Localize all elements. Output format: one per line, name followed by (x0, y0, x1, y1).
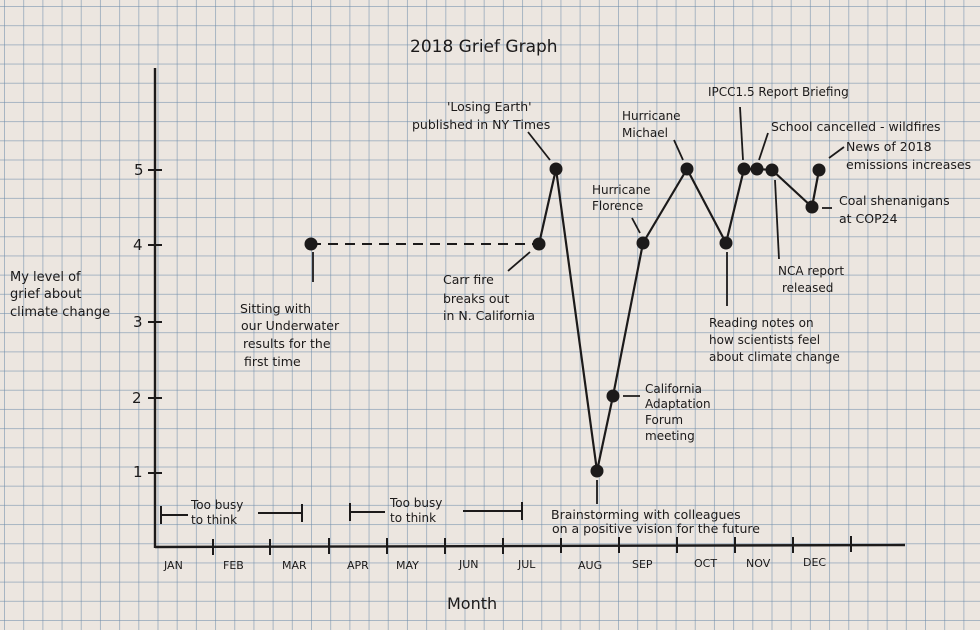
point-nca (765, 163, 779, 177)
svg-text:results for the: results for the (243, 336, 331, 351)
annotation-nca: NCA report released (778, 264, 844, 295)
point-ca-adaptation (606, 389, 620, 403)
annotation-underwater: Sitting with our Underwater results for … (240, 301, 340, 369)
svg-text:climate change: climate change (10, 305, 110, 320)
svg-text:Brainstorming with colleagues: Brainstorming with colleagues (551, 507, 741, 522)
annotation-reading-notes: Reading notes on how scientists feel abo… (709, 316, 840, 364)
point-emissions (812, 163, 826, 177)
annotation-ca-adaptation: California Adaptation Forum meeting (645, 382, 711, 443)
y-tick-4: 4 (133, 236, 143, 254)
svg-text:Forum: Forum (645, 413, 683, 427)
y-axis-label: My level of grief about climate change (10, 270, 110, 320)
svg-text:Carr fire: Carr fire (443, 272, 494, 287)
svg-text:emissions increases: emissions increases (846, 157, 971, 172)
grief-line (537, 167, 821, 473)
annotation-ipcc: IPCC1.5 Report Briefing (708, 85, 849, 99)
svg-text:meeting: meeting (645, 429, 695, 443)
svg-text:Adaptation: Adaptation (645, 397, 711, 411)
svg-text:FEB: FEB (223, 559, 244, 572)
point-reading-notes (719, 236, 733, 250)
svg-text:NOV: NOV (746, 557, 771, 570)
svg-text:JUL: JUL (517, 558, 536, 571)
svg-text:Michael: Michael (622, 126, 668, 140)
svg-text:DEC: DEC (803, 556, 826, 569)
svg-text:Florence: Florence (592, 199, 643, 213)
leader-lines (312, 106, 845, 504)
svg-text:our Underwater: our Underwater (241, 318, 340, 333)
too-busy-label-1b: to think (191, 513, 237, 527)
point-losing-earth (549, 162, 563, 176)
svg-text:first time: first time (244, 354, 301, 369)
annotation-michael: Hurricane Michael (622, 109, 681, 140)
point-carr-fire (532, 237, 546, 251)
too-busy-bracket-2 (349, 502, 523, 521)
svg-text:Hurricane: Hurricane (592, 183, 651, 197)
point-michael (680, 162, 694, 176)
too-busy-label-1a: Too busy (190, 498, 243, 512)
svg-text:'Losing Earth': 'Losing Earth' (447, 99, 532, 114)
too-busy-label-2a: Too busy (389, 496, 442, 510)
svg-text:released: released (782, 281, 833, 295)
y-tick-5: 5 (134, 161, 144, 179)
svg-text:MAR: MAR (282, 559, 307, 572)
svg-text:Coal shenanigans: Coal shenanigans (839, 193, 950, 208)
point-coal (805, 200, 819, 214)
svg-text:APR: APR (347, 559, 369, 572)
annotation-losing-earth: 'Losing Earth' published in NY Times (412, 99, 550, 132)
y-ticks (148, 169, 162, 474)
svg-text:School cancelled - wildfires: School cancelled - wildfires (771, 119, 941, 134)
y-tick-3: 3 (133, 313, 143, 331)
svg-text:AUG: AUG (578, 559, 602, 572)
point-brainstorming (590, 464, 604, 478)
point-school-cancelled (750, 162, 764, 176)
svg-text:about climate change: about climate change (709, 350, 840, 364)
annotation-brainstorming: Brainstorming with colleagues on a posit… (551, 507, 760, 536)
svg-text:Reading notes on: Reading notes on (709, 316, 814, 330)
svg-text:My level of: My level of (10, 270, 81, 285)
point-ipcc (737, 162, 751, 176)
svg-text:in N. California: in N. California (443, 308, 535, 323)
svg-text:News of 2018: News of 2018 (846, 139, 932, 154)
svg-text:grief about: grief about (10, 287, 81, 302)
svg-text:Sitting with: Sitting with (240, 301, 311, 316)
y-tick-1: 1 (133, 463, 143, 481)
x-tick-labels: JAN FEB MAR APR MAY JUN JUL AUG SEP OCT … (163, 556, 826, 572)
annotation-emissions: News of 2018 emissions increases (846, 139, 971, 172)
point-florence (636, 236, 650, 250)
svg-text:SEP: SEP (632, 558, 653, 571)
svg-text:on a positive vision for the f: on a positive vision for the future (552, 521, 760, 536)
chart-title: 2018 Grief Graph (410, 37, 558, 57)
too-busy-bracket-1 (160, 504, 303, 524)
svg-text:OCT: OCT (694, 557, 717, 570)
annotation-school-cancelled: School cancelled - wildfires (771, 119, 941, 134)
svg-text:breaks out: breaks out (443, 291, 509, 306)
svg-text:NCA report: NCA report (778, 264, 844, 278)
svg-text:IPCC1.5 Report Briefing: IPCC1.5 Report Briefing (708, 85, 849, 99)
data-points (304, 162, 826, 478)
svg-text:MAY: MAY (396, 559, 419, 572)
svg-text:published in NY Times: published in NY Times (412, 117, 550, 132)
point-underwater (304, 237, 318, 251)
svg-text:Hurricane: Hurricane (622, 109, 681, 123)
svg-text:JAN: JAN (163, 559, 183, 572)
x-axis-label: Month (447, 594, 497, 613)
svg-text:JUN: JUN (458, 558, 479, 571)
too-busy-label-2b: to think (390, 511, 436, 525)
svg-text:how scientists feel: how scientists feel (709, 333, 820, 347)
svg-text:at COP24: at COP24 (839, 211, 898, 226)
svg-text:California: California (645, 382, 702, 396)
x-axis (154, 543, 906, 549)
x-ticks (212, 536, 852, 555)
y-tick-2: 2 (132, 389, 142, 407)
annotation-carr-fire: Carr fire breaks out in N. California (443, 272, 535, 323)
y-tick-labels: 1 2 3 4 5 (132, 161, 144, 481)
annotation-coal: Coal shenanigans at COP24 (839, 193, 950, 226)
annotation-florence: Hurricane Florence (592, 183, 651, 213)
